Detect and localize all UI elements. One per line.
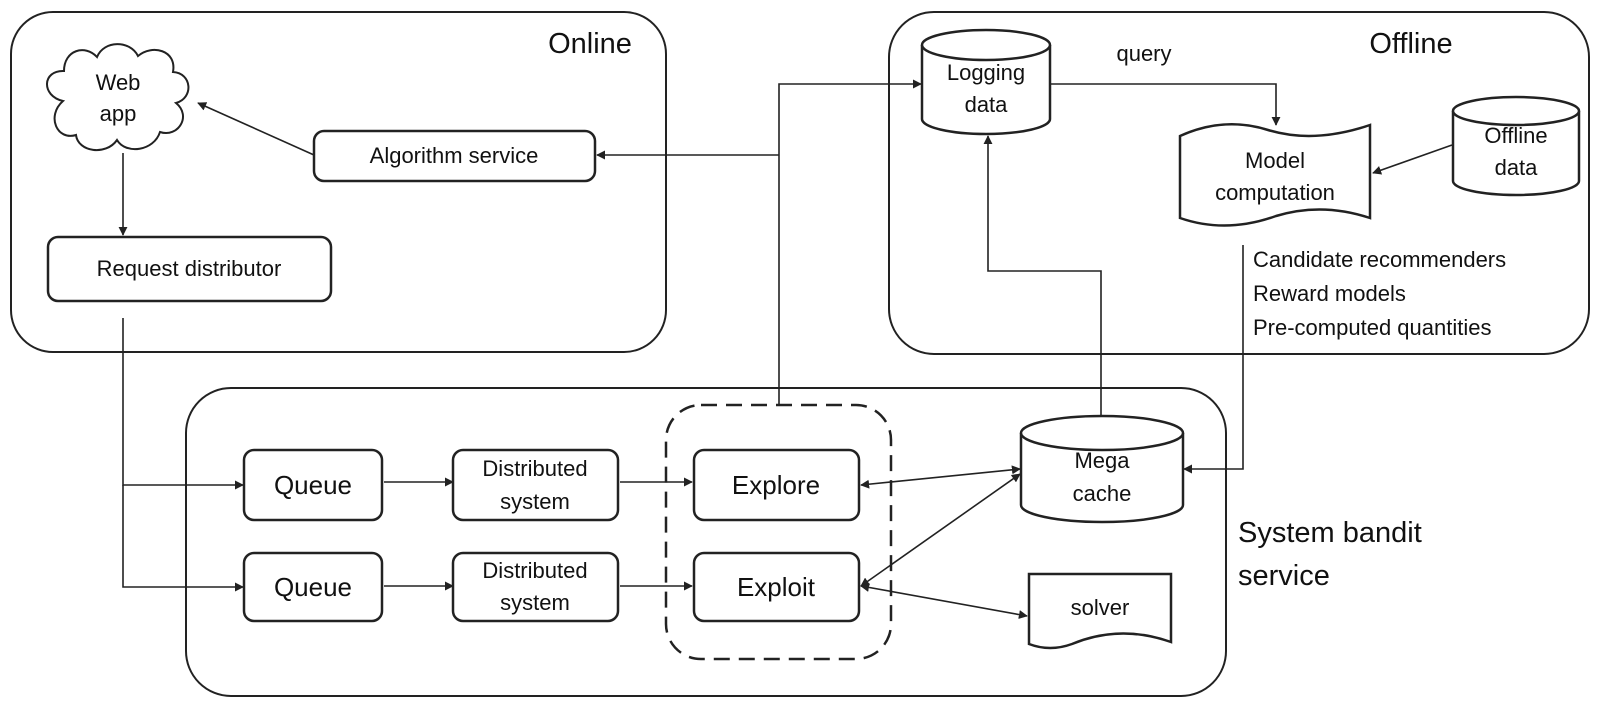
mega-cache-label-line2: cache	[1073, 481, 1132, 506]
mega-cache-node: Mega cache	[1019, 414, 1185, 524]
queue-2-node: Queue	[242, 551, 384, 623]
logging-data-label-line2: data	[965, 92, 1009, 117]
logging-data-label-line1: Logging	[947, 60, 1025, 85]
online-region: Online	[10, 11, 667, 353]
solver-node: solver	[1027, 572, 1173, 650]
distributed-system-1-node: Distributed system	[451, 448, 620, 522]
offline-region-title: Offline	[1369, 28, 1452, 60]
system-bandit-title-line2: service	[1238, 560, 1330, 592]
edge-explore-mega-cache	[860, 465, 1021, 489]
exploit-label: Exploit	[737, 572, 816, 602]
queue-1-label: Queue	[274, 470, 352, 500]
algorithm-service-label: Algorithm service	[370, 143, 539, 168]
distributed-system-2-node: Distributed system	[451, 551, 620, 623]
mega-cache-label-line1: Mega	[1074, 448, 1130, 473]
queue-2-label: Queue	[274, 572, 352, 602]
output-item: Reward models	[1253, 281, 1406, 306]
web-app-label-line2: app	[100, 101, 137, 126]
offline-data-label-line2: data	[1495, 155, 1539, 180]
web-app-node: Web app	[46, 43, 190, 152]
explore-label: Explore	[732, 470, 820, 500]
edge-group-to-logging-data	[778, 79, 922, 405]
offline-data-node: Offline data	[1451, 95, 1581, 197]
edge-offline-data-to-model-computation	[1372, 144, 1453, 175]
explore-node: Explore	[692, 448, 861, 522]
distributed-system-2-label-line2: system	[500, 590, 570, 615]
logging-data-node: Logging data	[920, 28, 1052, 136]
distributed-system-1-label-line1: Distributed	[482, 456, 587, 481]
exploit-node: Exploit	[692, 551, 861, 623]
queue-1-node: Queue	[242, 448, 384, 522]
connections	[118, 79, 1453, 619]
model-computation-label-line1: Model	[1245, 148, 1305, 173]
request-distributor-label: Request distributor	[97, 256, 282, 281]
edge-exploit-mega-cache	[860, 473, 1021, 587]
system-bandit-title-line1: System bandit	[1238, 517, 1422, 549]
edge-algorithm-service-to-webapp	[197, 102, 315, 156]
edge-mega-cache-to-logging-data	[983, 135, 1102, 422]
request-distributor-node: Request distributor	[46, 235, 333, 303]
distributed-system-2-label-line1: Distributed	[482, 558, 587, 583]
edge-exploit-solver	[860, 583, 1028, 619]
offline-region: Offline	[888, 11, 1590, 355]
edge-request-distributor-to-queue-1	[122, 318, 244, 490]
edge-request-distributor-to-queue-2	[122, 485, 244, 592]
query-edge-label: query	[1116, 41, 1171, 66]
offline-outputs-list: Candidate recommenders Reward models Pre…	[1253, 247, 1506, 340]
distributed-system-1-label-line2: system	[500, 489, 570, 514]
model-computation-node: Model computation	[1178, 122, 1372, 227]
algorithm-service-node: Algorithm service	[312, 129, 597, 183]
edge-model-computation-to-mega-cache	[1183, 245, 1244, 474]
output-item: Candidate recommenders	[1253, 247, 1506, 272]
offline-data-label-line1: Offline	[1484, 123, 1547, 148]
system-bandit-region: System bandit service	[185, 387, 1422, 697]
web-app-label-line1: Web	[96, 70, 141, 95]
online-region-title: Online	[548, 28, 632, 60]
solver-label: solver	[1071, 595, 1130, 620]
edge-logging-data-to-model-computation	[1048, 83, 1281, 126]
output-item: Pre-computed quantities	[1253, 315, 1491, 340]
model-computation-label-line2: computation	[1215, 180, 1335, 205]
